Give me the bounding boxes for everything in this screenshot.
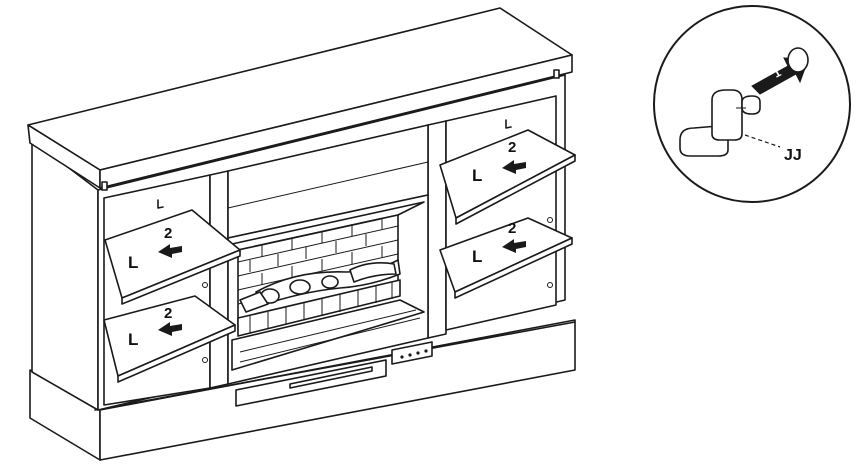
shelf-letter: L (128, 330, 138, 349)
detail-callout: JJ 1 (653, 5, 851, 203)
shelf-step-number: 2 (164, 225, 172, 242)
shelf-step-number: 2 (508, 220, 516, 237)
grate (237, 279, 401, 337)
push-arrow-icon (158, 244, 182, 258)
left-stile (209, 170, 229, 389)
top-front-edge (99, 54, 573, 189)
leader-line (744, 134, 781, 148)
push-arrow-icon (158, 322, 182, 336)
control-button (416, 351, 420, 355)
shelf-step-number: 2 (508, 139, 516, 156)
pin-hole (157, 199, 164, 209)
shelf-letter: L (472, 247, 482, 266)
right-stile (427, 120, 447, 339)
fireplace-insert (227, 194, 433, 407)
shelf-letter: L (472, 166, 482, 185)
control-button (424, 349, 428, 353)
shelf-label-1: L 2 (128, 225, 182, 272)
shelf-step-number: 2 (164, 305, 172, 322)
shelf-label-2: L 2 (128, 305, 182, 349)
shelves (103, 129, 576, 383)
push-arrow-icon (502, 160, 526, 174)
pin-hole-icon (787, 47, 809, 73)
pin-hole (505, 119, 512, 129)
shelf-label-3: L 2 (472, 139, 526, 185)
logs (239, 259, 401, 313)
push-arrow-icon (502, 239, 526, 253)
shelf-letter: L (128, 253, 138, 272)
part-label: JJ (784, 147, 802, 164)
shelf-label-4: L 2 (472, 220, 526, 266)
shelf-pin-icon (679, 89, 761, 157)
control-button (400, 355, 404, 359)
control-button (408, 353, 412, 357)
